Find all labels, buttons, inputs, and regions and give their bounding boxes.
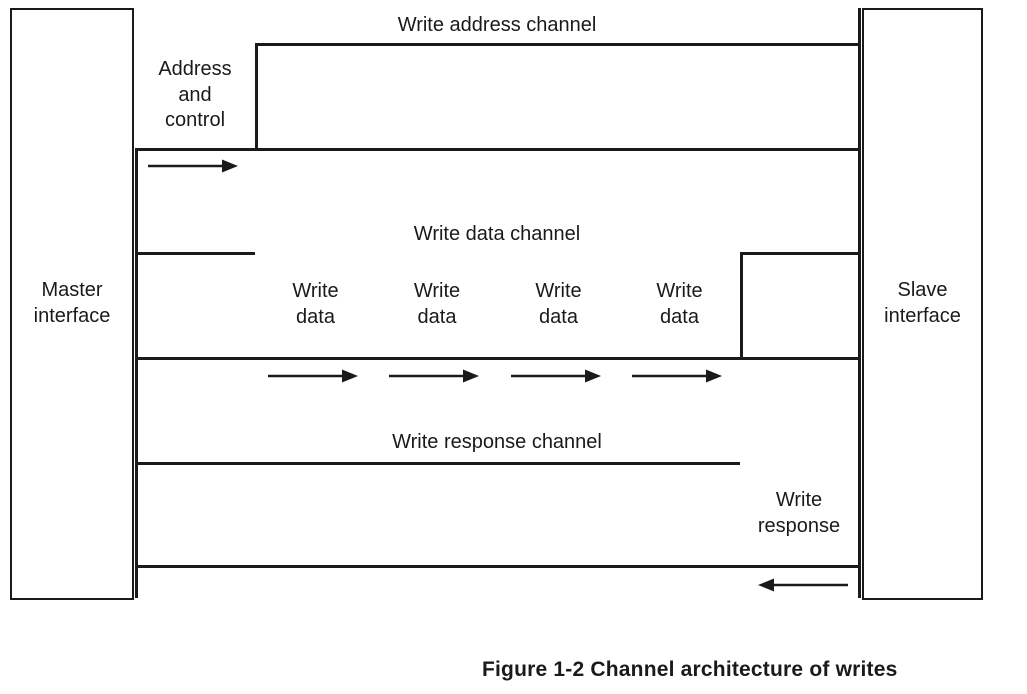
write-data-cell-4: Write data [619,252,740,357]
write-response-arrow [758,578,848,592]
address-and-control-cell: Address and control [135,43,255,148]
write-data-cell-2: Write data [376,252,498,357]
write-data-label-1: Write data [292,279,338,330]
wd2-line2: data [417,305,457,328]
slave-label-line1: Slave [897,279,948,302]
master-label-line1: Master [41,279,103,302]
wd3-line2: data [539,305,578,328]
write-response-channel-label: Write response channel [392,431,602,453]
grid-right-edge [858,8,861,598]
address-and-control-label: Address and control [158,57,231,134]
wresp-line2: response [757,514,841,537]
write-data-label-2: Write data [414,279,460,330]
slave-interface-label: Slave interface [884,278,961,329]
write-data-cell-1: Write data [255,252,376,357]
addr-line2: and [178,83,212,106]
grid-rule-1 [135,148,858,151]
cell-divider-5-end [858,462,861,565]
write-data-label-4: Write data [656,279,702,330]
master-label-line2: interface [33,305,111,327]
write-data-arrow-4 [632,369,722,383]
wd4-line2: data [660,305,699,328]
wd3-line1: Write [535,279,582,302]
grid-rule-5 [135,565,858,568]
write-data-arrow-2 [389,369,479,383]
wd1-line1: Write [292,279,339,302]
write-data-label-3: Write data [535,279,581,330]
slave-label-line2: interface [884,305,961,327]
write-response-label: Write response [758,488,840,539]
write-data-arrow-1 [268,369,358,383]
wresp-line1: Write [775,488,823,511]
master-interface-box: Master interface [10,8,134,600]
master-interface-label: Master interface [34,278,111,329]
wd2-line1: Write [413,279,461,302]
address-arrow [148,159,238,173]
write-address-channel-label: Write address channel [397,14,597,36]
write-data-cell-3: Write data [498,252,619,357]
wd1-line2: data [296,305,335,328]
write-data-channel-label: Write data channel [413,223,581,245]
cell-divider-0-end [255,43,258,148]
cell-divider-4-end [740,252,743,357]
grid-rule-4 [135,462,858,465]
slave-interface-box: Slave interface [862,8,983,600]
addr-line1: Address [158,58,232,81]
grid-left-edge [135,43,138,598]
grid-rule-0 [135,43,858,46]
grid-rule-3 [135,357,858,360]
figure-caption: Figure 1-2 Channel architecture of write… [482,658,898,681]
write-data-arrow-3 [511,369,601,383]
write-response-cell: Write response [740,462,858,565]
wd4-line1: Write [656,279,703,302]
addr-line3: control [164,109,226,132]
